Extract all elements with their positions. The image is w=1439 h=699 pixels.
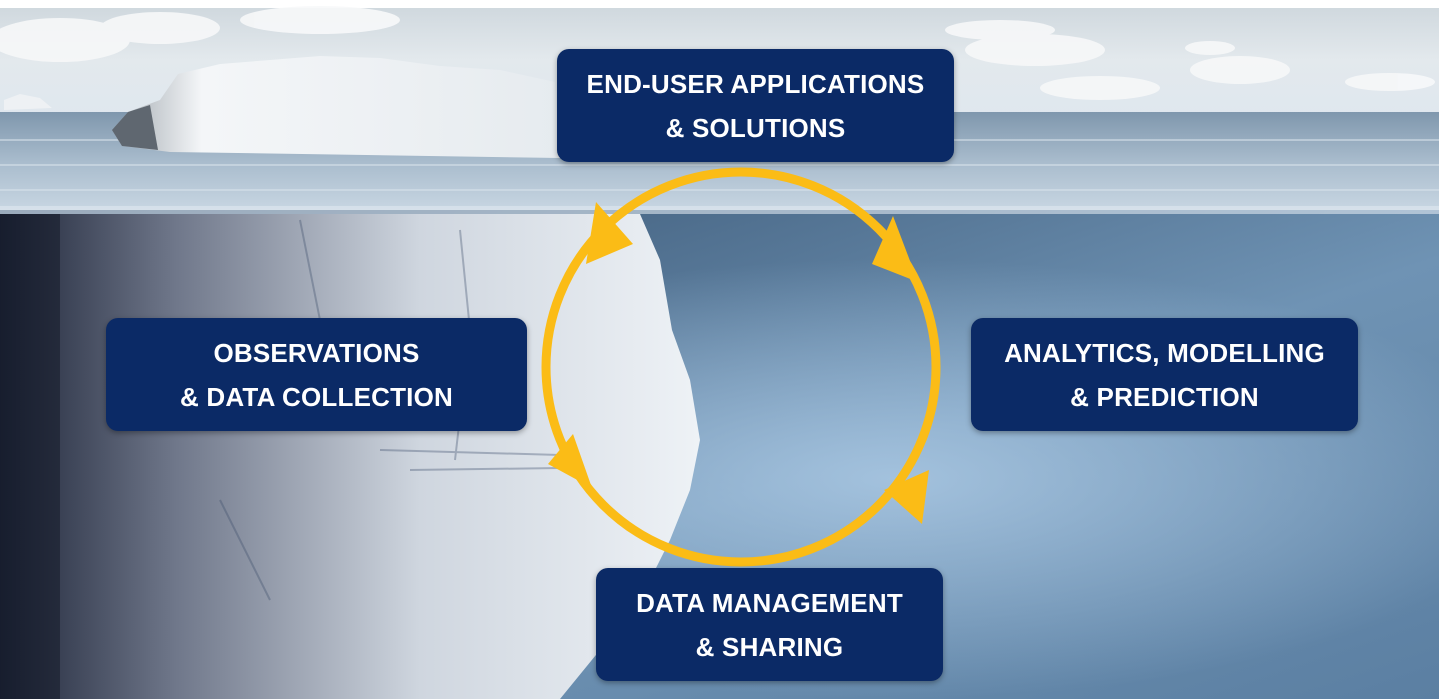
stage-data-management: DATA MANAGEMENT & SHARING [596, 568, 943, 681]
stage-observations: OBSERVATIONS & DATA COLLECTION [106, 318, 527, 431]
arrowhead-upper-right-icon [872, 216, 918, 282]
stage-analytics-modelling: ANALYTICS, MODELLING & PREDICTION [971, 318, 1358, 431]
stage-line-2: & PREDICTION [1070, 381, 1259, 412]
stage-line-2: & SOLUTIONS [665, 112, 846, 143]
arrowhead-lower-left-icon [548, 434, 592, 488]
cycle-arrows [548, 202, 929, 524]
stage-line-2: & DATA COLLECTION [180, 381, 453, 412]
stage-line-1: ANALYTICS, MODELLING [1004, 337, 1325, 368]
arrowhead-lower-right-icon [884, 470, 929, 524]
cycle-ring [541, 167, 941, 567]
clouds [0, 6, 1435, 100]
stage-end-user-applications: END-USER APPLICATIONS & SOLUTIONS [557, 49, 954, 162]
stage-line-2: & SHARING [695, 631, 844, 662]
stage-line-1: DATA MANAGEMENT [636, 587, 903, 618]
stage-line-1: OBSERVATIONS [213, 337, 420, 368]
stage-line-1: END-USER APPLICATIONS [586, 68, 925, 99]
arrowhead-upper-left-icon [586, 202, 633, 264]
